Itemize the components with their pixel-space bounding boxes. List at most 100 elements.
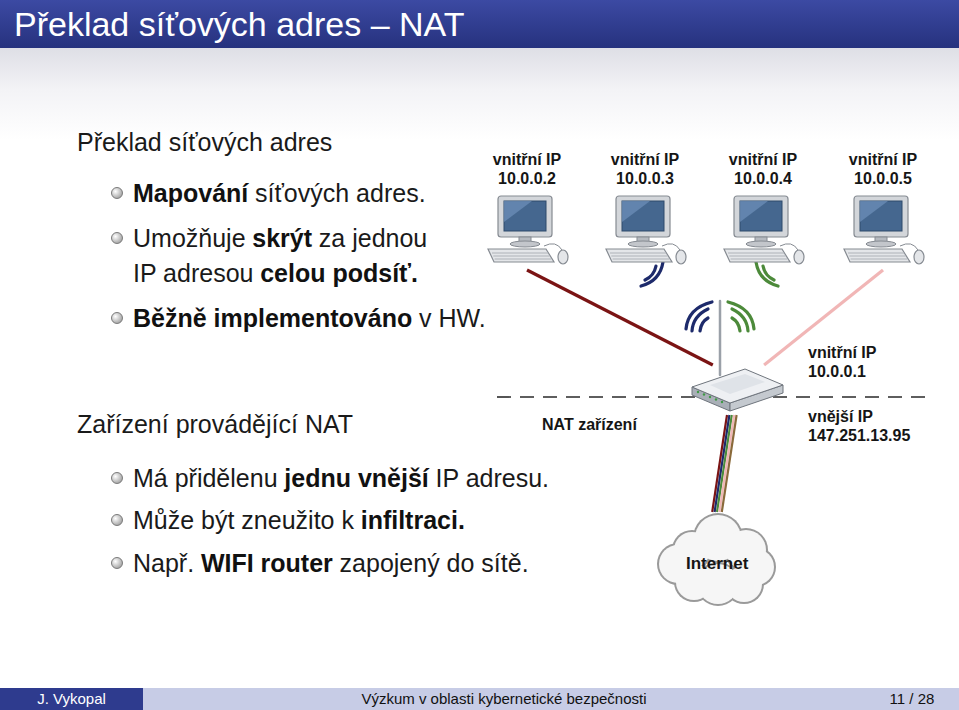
monitor-frame [498, 196, 552, 237]
section-heading: Zařízení provádějící NAT [77, 409, 360, 439]
monitor-base [866, 241, 896, 247]
body-text: Překlad síťových adres [77, 128, 332, 156]
monitor-screen [622, 201, 664, 231]
slide-title: Překlad síťových adres – NAT [14, 5, 465, 43]
cable-strand [719, 415, 734, 512]
monitor-screen [860, 201, 902, 231]
footer-text: Výzkum v oblasti kybernetické bezpečnost… [361, 690, 646, 707]
emphasis-text: skrýt [252, 224, 312, 252]
body-text: Zařízení provádějící NAT [77, 410, 353, 438]
monitor-frame [854, 196, 908, 237]
keyboard-keys [492, 253, 548, 254]
computer-icon [838, 194, 928, 272]
monitor-base [746, 241, 776, 247]
monitor-screen [504, 201, 546, 231]
body-text: zapojený do sítě. [340, 549, 529, 577]
emphasis-text: infiltraci. [361, 506, 465, 534]
monitor-screen [740, 201, 782, 231]
emphasis-text: Mapování [133, 179, 248, 207]
monitor-base [628, 241, 658, 247]
keyboard [844, 249, 910, 262]
bullet-dot [111, 514, 123, 526]
ip-label: vnitřní IP 10.0.0.2 [481, 150, 573, 188]
wifi-waves [641, 262, 778, 331]
keyboard-keys [728, 253, 784, 254]
keyboard-keys [613, 259, 670, 260]
keyboard-keys [493, 256, 549, 257]
body-text: Má přidělenu [133, 464, 278, 492]
keyboard [606, 249, 672, 262]
emphasis-text: jednu vnější [284, 464, 428, 492]
title-bar: Překlad síťových adres – NAT [0, 0, 959, 48]
network-cable [527, 270, 713, 365]
mouse [914, 250, 924, 264]
device-caption: NAT zařízení [542, 415, 672, 434]
mouse [676, 250, 686, 264]
keyboard [488, 249, 554, 262]
ip-label: vnitřní IP 10.0.0.4 [717, 150, 809, 188]
body-text: síťových adres. [255, 179, 426, 207]
footer-bar: J. Vykopal Výzkum v oblasti kybernetické … [0, 688, 959, 710]
mouse-cable [780, 244, 798, 250]
screen-glare [860, 201, 888, 222]
computer-node: vnitřní IP 10.0.0.4 [708, 150, 818, 270]
ip-label: vnitřní IP 10.0.0.5 [837, 150, 929, 188]
ip-label: vnitřní IP 10.0.0.1 [808, 343, 900, 381]
screen-glare [622, 201, 650, 222]
keyboard-keys [851, 259, 908, 260]
bullet-line: Může být zneužito kinfiltraci. [133, 505, 472, 535]
body-text: IP adresu. [436, 464, 550, 492]
footer-segment: 11 / 28 [865, 688, 959, 710]
bullet-dot [111, 312, 123, 324]
section-heading: Překlad síťových adres [77, 127, 339, 157]
bullet-line: Má přidělenujednu vnější IP adresu. [133, 463, 556, 493]
keyboard-keys [731, 259, 788, 260]
router-led [709, 396, 711, 398]
bullet-dot [111, 232, 123, 244]
router-led [697, 391, 699, 393]
monitor-frame [616, 196, 670, 237]
bullet-line: Mapovánísíťových adres. [133, 178, 432, 208]
bullet-dot [111, 472, 123, 484]
router-panel [710, 374, 765, 394]
router-led [721, 401, 723, 403]
emphasis-text: celou podsíť. [260, 259, 418, 287]
internet-cloud: Internet [656, 512, 778, 608]
cable-strand [722, 415, 737, 512]
body-text: IP adresou [133, 259, 253, 287]
computer-node: vnitřní IP 10.0.0.5 [828, 150, 938, 270]
keyboard-keys [849, 256, 905, 257]
footer-segment: J. Vykopal [0, 688, 143, 710]
router-led [703, 393, 705, 395]
bullet-dot [111, 557, 123, 569]
router-antenna [719, 301, 722, 375]
body-text: za jednou [319, 224, 427, 252]
mouse [558, 250, 568, 264]
computer-node: vnitřní IP 10.0.0.3 [590, 150, 700, 270]
router-led [715, 398, 717, 400]
mouse-cable [662, 244, 680, 250]
cable-strand [527, 270, 713, 365]
bullet-line: Např.WIFI routerzapojený do sítě. [133, 548, 535, 578]
bullet-line: IP adresoucelou podsíť. [133, 258, 425, 288]
emphasis-text: WIFI router [201, 549, 333, 577]
monitor-base [510, 241, 540, 247]
router-icon [690, 365, 785, 415]
body-text: Umožňuje [133, 224, 246, 252]
footer-text: J. Vykopal [37, 690, 106, 707]
computer-icon [482, 194, 572, 272]
monitor-frame [734, 196, 788, 237]
keyboard [724, 249, 790, 262]
bullet-line: Běžně implementovánov HW. [133, 303, 492, 333]
computer-icon [718, 194, 808, 272]
body-text: Např. [133, 549, 194, 577]
footer-text: 11 / 28 [890, 690, 935, 707]
bullet-line: Umožňujeskrýtza jednou [133, 223, 434, 253]
bullet-dot [111, 187, 123, 199]
nat-router-node: vnitřní IP 10.0.0.1NAT zařízenívnější IP… [690, 365, 785, 415]
computer-node: vnitřní IP 10.0.0.2 [472, 150, 582, 270]
computer-icon [600, 194, 690, 272]
mouse [794, 250, 804, 264]
keyboard-keys [610, 253, 666, 254]
